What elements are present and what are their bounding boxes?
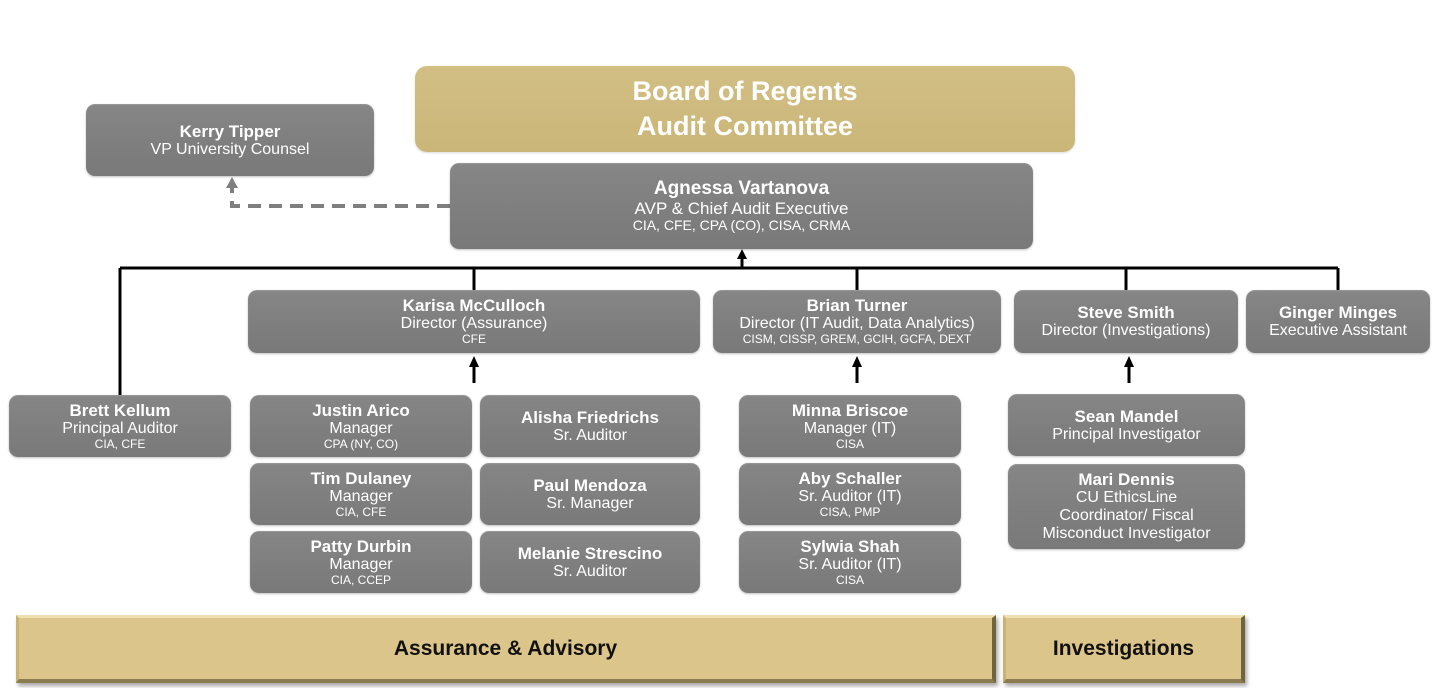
- director-it-name: Brian Turner: [806, 296, 908, 316]
- staff-title: Manager: [329, 487, 393, 505]
- staff-name: Paul Mendoza: [533, 475, 647, 495]
- director-it-credentials: CISM, CISSP, GREM, GCIH, GCFA, DEXT: [742, 332, 972, 347]
- director-investigations-name: Steve Smith: [1077, 303, 1175, 323]
- executive-assistant-name: Ginger Minges: [1278, 303, 1398, 323]
- executive-assistant-box: Ginger Minges Executive Assistant: [1246, 290, 1430, 353]
- staff-title: Manager: [329, 555, 393, 573]
- staff-name: Alisha Friedrichs: [521, 407, 659, 427]
- cae-box: Agnessa Vartanova AVP & Chief Audit Exec…: [450, 163, 1033, 249]
- dashed-connector-counsel: [230, 186, 450, 208]
- executive-assistant-title: Executive Assistant: [1269, 322, 1407, 340]
- cae-name: Agnessa Vartanova: [653, 178, 830, 200]
- counsel-title: VP University Counsel: [150, 140, 310, 158]
- staff-credentials: CISA: [835, 572, 864, 587]
- arrow-up-cae-icon: [737, 249, 747, 259]
- director-assurance-box: Karisa McCulloch Director (Assurance) CF…: [248, 290, 700, 353]
- cae-credentials: CIA, CFE, CPA (CO), CISA, CRMA: [632, 217, 851, 234]
- staff-box: Paul Mendoza Sr. Manager: [480, 463, 700, 525]
- staff-title: Principal Investigator: [1052, 425, 1201, 443]
- cae-title: AVP & Chief Audit Executive: [634, 199, 849, 219]
- investigations-staff-box: Sean Mandel Principal Investigator: [1008, 394, 1245, 456]
- staff-name: Minna Briscoe: [791, 400, 909, 420]
- counsel-name: Kerry Tipper: [179, 121, 281, 141]
- staff-name: Aby Schaller: [798, 468, 902, 488]
- principal-auditor-name: Brett Kellum: [69, 400, 171, 420]
- staff-title-line: Coordinator/ Fiscal: [1059, 507, 1194, 525]
- counsel-box: Kerry Tipper VP University Counsel: [86, 104, 374, 176]
- staff-title: Sr. Auditor (IT): [798, 555, 902, 573]
- arrow-up-karisa-icon: [469, 356, 479, 367]
- director-assurance-credentials: CFE: [462, 332, 486, 347]
- staff-credentials: CIA, CCEP: [330, 572, 391, 587]
- section-band-investigations: Investigations: [1003, 615, 1245, 683]
- board-of-regents-box: Board of Regents Audit Committee: [415, 66, 1075, 152]
- staff-title: Sr. Manager: [546, 494, 634, 512]
- principal-auditor-title: Principal Auditor: [62, 419, 178, 437]
- staff-title: Manager: [329, 419, 393, 437]
- it-staff-box: Aby Schaller Sr. Auditor (IT) CISA, PMP: [739, 463, 961, 525]
- staff-title: Manager (IT): [803, 419, 897, 437]
- staff-name: Sean Mandel: [1074, 406, 1179, 426]
- director-assurance-title: Director (Assurance): [400, 315, 548, 333]
- staff-box: Tim Dulaney Manager CIA, CFE: [250, 463, 472, 525]
- staff-name: Melanie Strescino: [517, 543, 663, 563]
- staff-name: Mari Dennis: [1078, 470, 1175, 490]
- staff-box: Melanie Strescino Sr. Auditor: [480, 531, 700, 593]
- it-staff-box: Minna Briscoe Manager (IT) CISA: [739, 395, 961, 457]
- investigations-staff-box: Mari Dennis CU EthicsLine Coordinator/ F…: [1008, 464, 1245, 549]
- staff-credentials: CPA (NY, CO): [323, 436, 399, 451]
- staff-credentials: CISA, PMP: [819, 504, 881, 519]
- board-line2: Audit Committee: [637, 111, 853, 141]
- staff-title-line: CU EthicsLine: [1075, 489, 1178, 507]
- director-it-box: Brian Turner Director (IT Audit, Data An…: [713, 290, 1001, 353]
- board-line1: Board of Regents: [632, 75, 858, 106]
- it-staff-box: Sylwia Shah Sr. Auditor (IT) CISA: [739, 531, 961, 593]
- staff-credentials: CIA, CFE: [335, 504, 387, 519]
- arrow-up-brian-icon: [852, 356, 862, 367]
- principal-auditor-box: Brett Kellum Principal Auditor CIA, CFE: [9, 395, 231, 457]
- director-investigations-box: Steve Smith Director (Investigations): [1014, 290, 1238, 353]
- staff-title: Sr. Auditor: [553, 562, 627, 580]
- principal-auditor-credentials: CIA, CFE: [94, 436, 146, 451]
- staff-name: Patty Durbin: [310, 536, 412, 556]
- director-assurance-name: Karisa McCulloch: [402, 296, 546, 316]
- section-band-assurance: Assurance & Advisory: [16, 615, 996, 683]
- staff-name: Justin Arico: [312, 400, 410, 420]
- staff-box: Alisha Friedrichs Sr. Auditor: [480, 395, 700, 457]
- staff-box: Justin Arico Manager CPA (NY, CO): [250, 395, 472, 457]
- arrow-up-steve-icon: [1124, 356, 1134, 367]
- arrow-up-counsel-icon: [226, 177, 238, 188]
- staff-credentials: CISA: [835, 436, 864, 451]
- staff-name: Tim Dulaney: [310, 468, 412, 488]
- section-label-assurance: Assurance & Advisory: [393, 636, 618, 660]
- staff-name: Sylwia Shah: [800, 536, 900, 556]
- section-label-investigations: Investigations: [1052, 636, 1195, 660]
- director-investigations-title: Director (Investigations): [1041, 322, 1211, 340]
- staff-title-line: Misconduct Investigator: [1042, 524, 1211, 542]
- staff-box: Patty Durbin Manager CIA, CCEP: [250, 531, 472, 593]
- staff-title: Sr. Auditor (IT): [798, 487, 902, 505]
- director-it-title: Director (IT Audit, Data Analytics): [739, 315, 975, 333]
- staff-title: Sr. Auditor: [553, 426, 627, 444]
